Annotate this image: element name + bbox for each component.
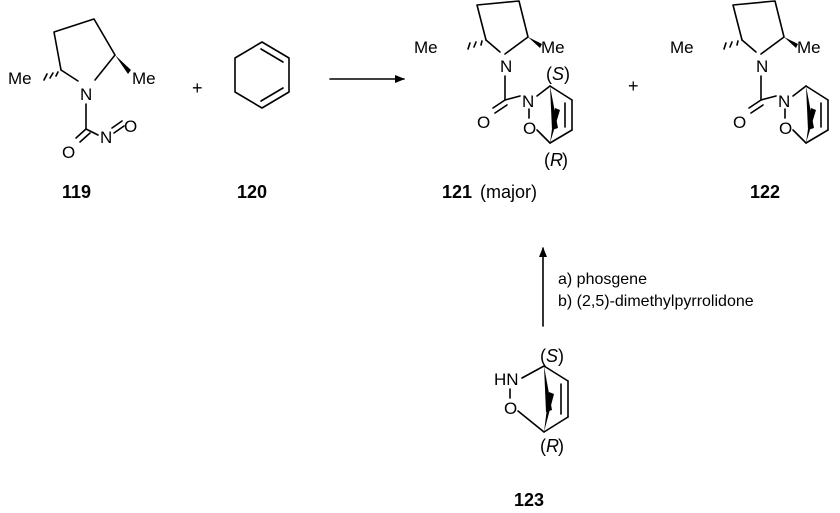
methyl-label: Me xyxy=(8,69,32,88)
nitrogen-label: N xyxy=(778,92,790,111)
dashed-stereo-bond xyxy=(43,71,59,81)
stereo-descriptor-close: ) xyxy=(558,436,564,456)
stereo-descriptor-r: R xyxy=(546,436,559,456)
structure-121: Me Me N O N O ( S ) ( R ) xyxy=(414,0,573,170)
stereo-descriptor-open: ( xyxy=(540,436,546,456)
methyl-label: Me xyxy=(541,38,565,57)
methyl-label: Me xyxy=(797,38,821,57)
stereo-descriptor-s: S xyxy=(552,64,564,84)
plus-sign: + xyxy=(192,78,203,98)
oxygen-label: O xyxy=(504,399,517,418)
wedge-stereo-bond xyxy=(115,55,131,74)
stereo-descriptor-r: R xyxy=(550,150,563,170)
wedge-bridge-bond xyxy=(550,108,560,143)
stereo-descriptor-close: ) xyxy=(562,150,568,170)
stereo-descriptor-s: S xyxy=(546,346,558,366)
condition-step-a: a) phosgene xyxy=(558,271,647,288)
wedge-bridge-bond xyxy=(806,108,816,143)
nitrogen-label: N xyxy=(522,92,534,111)
methyl-label: Me xyxy=(414,38,438,57)
condition-step-b: b) (2,5)-dimethylpyrrolidone xyxy=(558,293,754,310)
oxygen-label: O xyxy=(733,113,746,132)
stereo-descriptor-open: ( xyxy=(546,64,552,84)
nitrogen-label: N xyxy=(100,128,112,147)
stereo-descriptor-open: ( xyxy=(544,150,550,170)
dashed-stereo-bond xyxy=(467,40,483,50)
oxygen-label: O xyxy=(124,117,137,136)
stereo-descriptor-close: ) xyxy=(564,64,570,84)
wedge-stereo-bond xyxy=(528,37,542,48)
methyl-label: Me xyxy=(132,69,156,88)
stereo-descriptor-close: ) xyxy=(558,346,564,366)
wedge-stereo-bond xyxy=(784,37,798,48)
methyl-label: Me xyxy=(670,38,694,57)
nitrogen-label: N xyxy=(80,85,92,104)
structure-122: Me Me N O N O xyxy=(670,0,829,144)
oxygen-label: O xyxy=(62,143,75,162)
compound-number-122: 122 xyxy=(750,182,780,202)
structure-123: HN O ( S ) ( R ) xyxy=(494,346,569,456)
compound-number-119: 119 xyxy=(62,182,91,202)
structure-120 xyxy=(234,41,290,109)
oxygen-label: O xyxy=(477,113,490,132)
oxygen-label: O xyxy=(779,119,792,138)
dashed-stereo-bond xyxy=(723,40,739,50)
compound-number-121: 121 xyxy=(442,182,472,202)
plus-sign: + xyxy=(628,76,639,96)
wedge-bridge-bond xyxy=(544,392,554,432)
nitrogen-label: N xyxy=(500,57,512,76)
stereo-descriptor-open: ( xyxy=(540,346,546,366)
compound-number-120: 120 xyxy=(237,182,267,202)
compound-number-123: 123 xyxy=(514,490,544,510)
oxygen-label: O xyxy=(523,119,536,138)
nitrogen-label: N xyxy=(756,57,768,76)
nh-label: HN xyxy=(494,370,519,389)
major-product-note: (major) xyxy=(480,182,537,202)
structure-119: Me Me N O N O xyxy=(8,18,156,162)
